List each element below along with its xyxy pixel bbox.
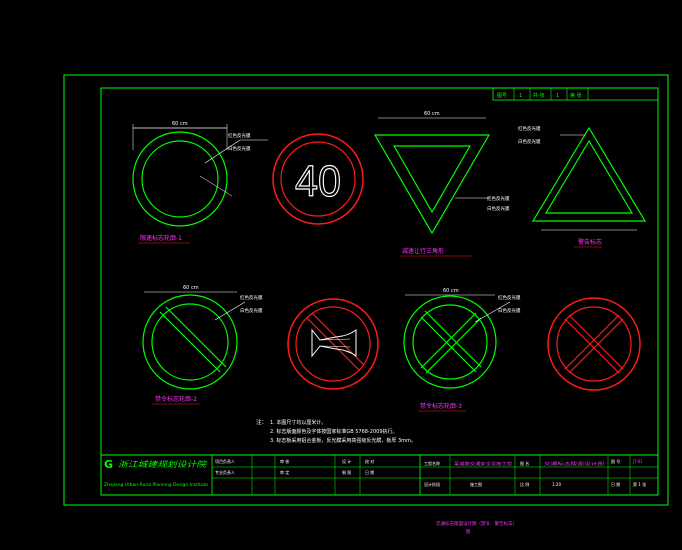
page-box: 图号 1 共 张 1 第 张 [492,87,659,101]
sign-yield-triangle: 60 cm 红色反光膜 白色反光膜 减速让行三角形 [373,111,510,257]
tb-sheet-label: 第 1 张 [633,481,646,487]
company-name-en: Zhejiang Urban-Rural Planning Design Ins… [104,482,208,488]
tb-r2c3: 制 图 [342,469,351,475]
notes-line-3: 3. 标志板采用铝合金板，反光膜采用高强级反光膜，板厚 3mm。 [270,437,416,444]
sign-warning-triangle: 红色反光膜 白色反光膜 警告标志 [518,125,647,248]
tb-stage-label: 设计阶段 [424,481,440,487]
page-box-4: 第 张 [570,92,582,99]
footer-line-2: 图 [466,529,471,535]
dim-width-3: 60 cm [424,111,440,117]
tb-project-name: 某道路交通安全设施工程 [454,460,512,466]
notes-line-2: 2. 标志版面颜色及字体按国家标准GB 5768-2009执行。 [270,428,398,435]
company-logo-icon: G [104,458,113,471]
dim-width-1: 60 cm [172,121,188,127]
page-box-1: 1 [519,93,522,99]
tb-r2c4: 日 期 [365,469,374,475]
tb-no-value: JT-01 [632,459,643,464]
tb-r1c2: 审 核 [280,458,289,464]
dim-border-3: 红色反光膜 [487,195,510,202]
tb-scale-label: 比 例 [520,481,529,487]
page-box-0: 图号 [497,93,507,99]
horn-icon [311,328,357,358]
tb-scale-value: 1:20 [552,482,561,487]
dim-border-4: 红色反光膜 [518,125,541,132]
speed-limit-number: 40 [295,157,341,206]
tb-drawing-name: 交通标志版面设计图 [544,460,604,466]
company-name-cn: 浙江城建规划设计院 [118,460,208,469]
tb-date-label: 日 期 [611,481,620,487]
dim-width-5: 60 cm [183,285,199,291]
outer-frame [63,74,669,506]
dim-inner-1: 白色反光膜 [228,145,251,152]
circle-b-caption: 禁令标志轮廓-2 [155,395,197,403]
sign-circle-diagonal-outline: 60 cm 红色反光膜 白色反光膜 禁令标志轮廓-2 [142,285,263,405]
dim-border-5: 红色反光膜 [240,294,263,301]
sign-circle-x-outline: 60 cm 红色反光膜 白色反光膜 禁令标志轮廓-3 [403,288,521,412]
page-box-3: 1 [556,93,559,99]
sign-no-parking-x [547,297,641,391]
dim-width-7: 60 cm [443,288,459,294]
tb-r2c2: 审 定 [280,469,289,475]
dim-inner-5: 白色反光膜 [240,307,263,314]
dim-border-7: 红色反光膜 [498,294,521,301]
notes-line-1: 1. 本图尺寸均以厘米计。 [270,419,326,426]
dim-inner-4: 白色反光膜 [518,138,541,145]
tb-r1c4: 校 对 [365,458,374,464]
circle-a-caption: 限速标志轮廓-1 [140,234,182,242]
notes-heading: 注： [256,418,267,426]
triangle-yield-caption: 减速让行三角形 [402,247,444,255]
sign-speed-limit-40: 40 [272,133,364,225]
sign-no-horn [287,298,379,390]
tb-drawing-label: 图 名 [520,460,529,466]
page-box-2: 共 张 [533,92,545,99]
dim-inner-3: 白色反光膜 [487,205,510,212]
tb-stage-value: 施工图 [470,481,482,487]
tb-no-label: 图 号 [611,458,620,464]
tb-r2c1: 专业负责人 [215,469,235,475]
dim-inner-7: 白色反光膜 [498,307,521,314]
circle-c-caption: 禁令标志轮廓-3 [420,402,462,410]
dim-border-1: 红色反光膜 [228,132,251,139]
tb-r1c1: 项目负责人 [215,458,235,464]
warning-caption: 警告标志 [578,238,602,246]
notes: 注： 1. 本图尺寸均以厘米计。 2. 标志版面颜色及字体按国家标准GB 576… [256,418,416,444]
tb-r1c3: 设 计 [342,458,351,464]
tb-project-label: 工程名称 [424,460,440,466]
title-block: G 浙江城建规划设计院 Zhejiang Urban-Rural Plannin… [100,454,659,496]
sign-circle-outline-1: 60 cm 红色反光膜 白色反光膜 限速标志轮廓-1 [132,121,268,244]
footer-line-1: 交通标志版面设计图（禁令、警告标志） [436,520,517,527]
